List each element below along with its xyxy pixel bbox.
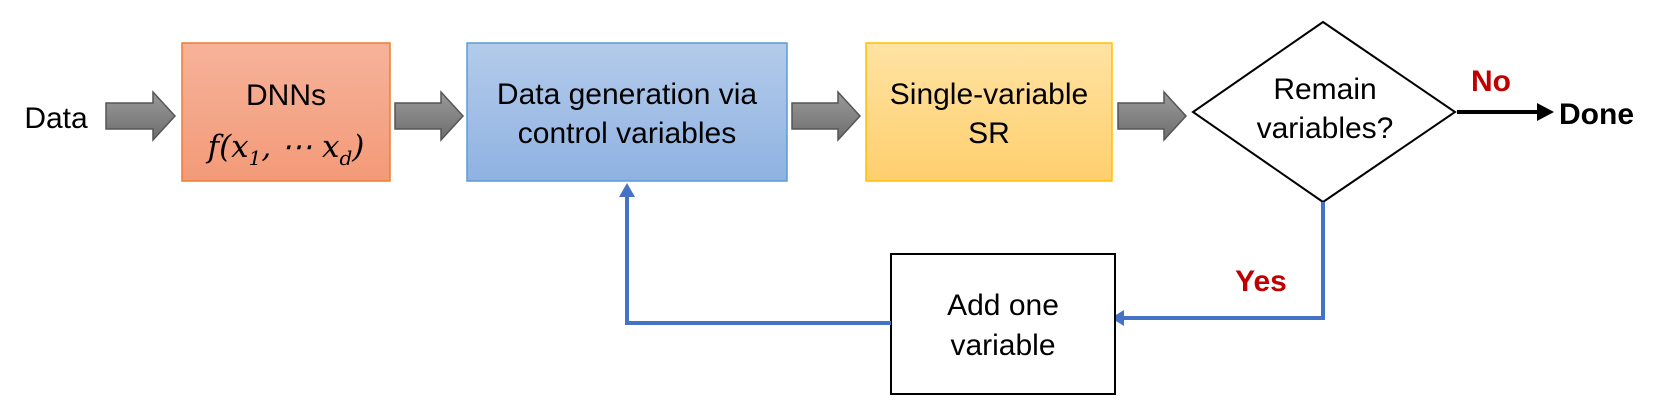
block-arrow-sr-to-decision <box>1117 90 1188 142</box>
yes-label: Yes <box>1235 265 1287 298</box>
return-path-line <box>625 197 891 325</box>
decision-line2: variables? <box>1257 112 1394 145</box>
single-variable-sr-node: Single-variable SR <box>865 42 1113 182</box>
return-path-arrowhead <box>619 183 635 197</box>
add-variable-node: Add one variable <box>890 253 1116 395</box>
data-generation-line1: Data generation via <box>497 78 757 111</box>
sr-line1: Single-variable <box>890 78 1088 111</box>
dnn-node: DNNs f(x1, ⋯ xd) <box>181 42 391 182</box>
no-label: No <box>1471 65 1511 98</box>
data-generation-node: Data generation via control variables <box>466 42 788 182</box>
block-arrow-dnn-to-datagen <box>394 90 465 142</box>
data-generation-line2: control variables <box>518 117 736 150</box>
yes-path-arrowhead <box>1111 310 1124 326</box>
add-variable-line1: Add one <box>947 289 1059 322</box>
block-arrow-data-to-dnn <box>105 90 177 142</box>
no-arrowhead <box>1537 103 1554 121</box>
decision-node: Remain variables? <box>1191 20 1457 204</box>
dnn-formula: f(x1, ⋯ xd) <box>206 129 365 170</box>
block-arrow-datagen-to-sr <box>791 90 862 142</box>
done-label: Done <box>1559 98 1634 131</box>
dnn-title: DNNs <box>246 79 326 112</box>
yes-path-line <box>1124 202 1325 320</box>
add-variable-line2: variable <box>950 329 1055 362</box>
input-data-label: Data <box>24 102 88 135</box>
decision-line1: Remain <box>1273 73 1376 106</box>
sr-line2: SR <box>968 117 1010 150</box>
